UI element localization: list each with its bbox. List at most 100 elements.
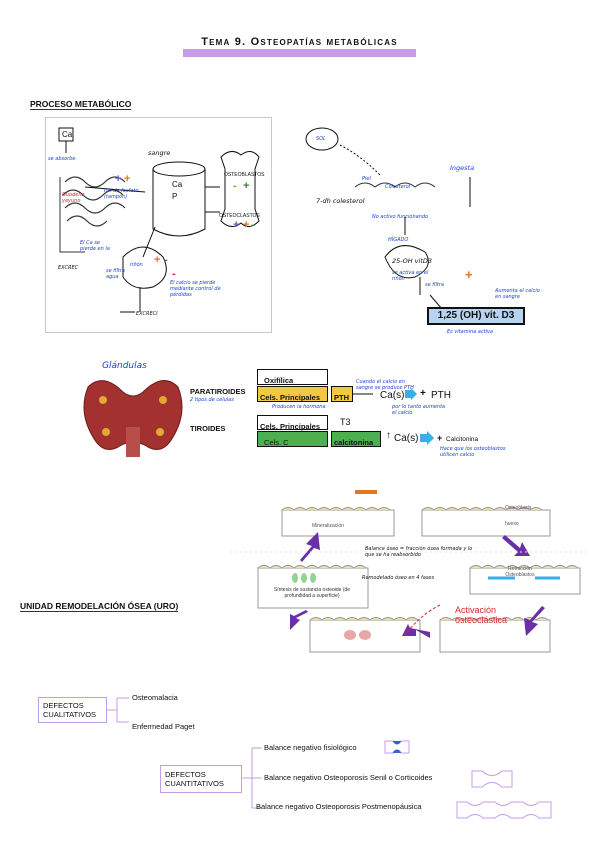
ingesta-label: Ingesta bbox=[450, 164, 475, 172]
mineralizacion-label: Mineralización bbox=[312, 523, 344, 529]
sangre-label: sangre bbox=[148, 149, 171, 157]
defectos-cualitativos-box: DEFECTOS CUALITATIVOS bbox=[38, 697, 107, 723]
pth-box: PTH bbox=[331, 386, 353, 402]
por-tanto-note: por lo tanto aumenta el calcio bbox=[392, 404, 446, 416]
cels-c-label: Cels. C bbox=[264, 438, 289, 447]
cualitativos-bracket bbox=[107, 697, 129, 723]
retraccion-label: Retracción Osteoblastos bbox=[505, 566, 535, 578]
svg-text:-: - bbox=[233, 180, 237, 192]
remodel-note: Remodelado óseo en 4 fases bbox=[362, 575, 435, 581]
el-ca-pierde-note: El Ca se pierde en la bbox=[80, 240, 110, 252]
pth-box-label: PTH bbox=[334, 393, 349, 402]
ca-s2-label: Ca(s) bbox=[394, 433, 419, 444]
se-absorbe-note: se absorbe bbox=[48, 156, 76, 162]
p-symbol: P bbox=[172, 192, 178, 201]
duodeno-label: Duodeno yeyuno bbox=[62, 192, 85, 204]
postmeno-label: Balance negativo Osteoporosis Postmenopá… bbox=[256, 802, 422, 811]
svg-text:-: - bbox=[251, 219, 255, 231]
title-highlight-bar bbox=[183, 49, 416, 57]
svg-text:+: + bbox=[154, 254, 160, 266]
vitamin-d-pathway-sketch: + bbox=[305, 127, 473, 310]
calcitonina-box: calcitonina bbox=[331, 431, 381, 447]
vit-d3-box: 1,25 (OH) vit. D3 bbox=[427, 307, 525, 325]
calcitonina-arrow bbox=[420, 431, 434, 445]
ca-s-label: Ca(s) bbox=[380, 390, 405, 401]
hace-que-note: Hace que los osteoblastos utilicen calci… bbox=[440, 446, 506, 458]
es-vitamina-note: Es vitamina activa bbox=[447, 329, 493, 335]
calcio-pierde-note: El calcio se pierde mediante control de … bbox=[170, 280, 221, 298]
ca-label: Ca bbox=[62, 130, 73, 139]
t3-label: T3 bbox=[340, 417, 351, 427]
colesterol-label: Colesterol bbox=[385, 184, 411, 190]
excrecion-label-1: EXCREC bbox=[58, 265, 79, 271]
se-filtra-agua-note: se filtra agua bbox=[106, 268, 125, 280]
osteoclastos-label: OSTEOCLASTOS bbox=[219, 213, 260, 219]
piel-label: Piel bbox=[362, 176, 371, 182]
ca-symbol: Ca bbox=[172, 180, 183, 189]
glandulas-label: Glándulas bbox=[102, 361, 147, 371]
senil-bone-shape bbox=[471, 770, 513, 788]
cuando-calcio-note: Cuando el calcio en sangre se produce PT… bbox=[356, 379, 414, 391]
svg-text:-: - bbox=[172, 268, 176, 280]
svg-text:+: + bbox=[233, 219, 239, 231]
oxifilica-label: Oxifílica bbox=[264, 376, 294, 385]
plus-calcitonina-sign: + bbox=[437, 433, 443, 443]
sintesis-label: Síntesis de sustancia osteoide (de profu… bbox=[273, 587, 351, 599]
fisiologico-bone-shape bbox=[384, 740, 410, 754]
rinon-label: riñón bbox=[130, 262, 143, 268]
calcitonina-text: Calcitonina bbox=[446, 436, 479, 443]
plus-pth-sign: + bbox=[420, 388, 426, 399]
section-heading-proceso: PROCESO METABÓLICO bbox=[30, 99, 132, 110]
cuantitativos-bracket bbox=[242, 747, 262, 809]
vit-d3-label: 1,25 (OH) vit. D3 bbox=[437, 310, 515, 321]
25oh-d3-label: 25-OH vitD3 bbox=[392, 257, 433, 265]
postmeno-bone-shape bbox=[456, 801, 552, 819]
metabolic-diagram-sketch: + + - + + + - + - - bbox=[58, 127, 260, 313]
cels-principales-cell: Cels. Principales bbox=[257, 386, 328, 402]
aumenta-calcio-note: Aumenta el calcio en sangre bbox=[495, 288, 540, 300]
uro-cycle-diagram bbox=[230, 490, 590, 653]
dos-tipos-note: 2 tipos de células bbox=[190, 397, 234, 403]
svg-text:+: + bbox=[124, 173, 130, 185]
higado-label: HÍGADO bbox=[388, 237, 409, 243]
tiroides-label: TIROIDES bbox=[190, 424, 226, 433]
oxifilica-cell: Oxifílica bbox=[257, 369, 328, 385]
defectos-cuantitativos-label: DEFECTOS CUANTITATIVOS bbox=[165, 770, 224, 788]
hueso-label: hueso bbox=[505, 521, 519, 527]
cels-principales2-cell: Cels. Principales bbox=[257, 415, 328, 431]
svg-text:-: - bbox=[164, 254, 168, 266]
cels-c-cell: Cels. C bbox=[257, 431, 328, 447]
excrecion-label-2: EXCRECI bbox=[136, 311, 158, 317]
paratiroides-label: PARATIROIDES bbox=[190, 387, 246, 396]
section-heading-uro: UNIDAD REMODELACIÓN ÓSEA (URO) bbox=[20, 601, 179, 612]
cels-principales-label: Cels. Principales bbox=[260, 393, 321, 402]
calcitonina-box-label: calcitonina bbox=[334, 438, 374, 447]
thyroid-illustration bbox=[83, 380, 183, 457]
se-filtra-note: se filtra bbox=[425, 282, 444, 288]
svg-text:+: + bbox=[115, 173, 121, 185]
pth-arrows bbox=[353, 388, 417, 400]
osteomalacia-label: Osteomalacia bbox=[132, 693, 178, 702]
sol-label: SOL bbox=[316, 136, 326, 142]
se-activa-note: se activa en el riñón bbox=[392, 270, 429, 282]
osteoblasts-label: Osteoblasts bbox=[505, 505, 532, 511]
osteoblastos-label: OSTEOBLASTOS bbox=[224, 172, 265, 178]
svg-text:+: + bbox=[465, 267, 473, 282]
metabolic-diagram-frame bbox=[45, 117, 272, 333]
balance-note: Balance óseo = fracción ósea formada y l… bbox=[365, 546, 473, 558]
svg-text:+: + bbox=[243, 219, 249, 231]
svg-text:+: + bbox=[243, 180, 249, 192]
defectos-cualitativos-label: DEFECTOS CUALITATIVOS bbox=[43, 701, 97, 719]
page-title: Tema 9. Osteopatías metabólicas bbox=[201, 36, 398, 48]
activacion-label: Activación osteoclástica bbox=[455, 605, 508, 625]
senil-label: Balance negativo Osteoporosis Senil o Co… bbox=[264, 773, 433, 782]
fisiologico-label: Balance negativo fisiológico bbox=[264, 743, 357, 752]
cels-principales2-label: Cels. Principales bbox=[260, 422, 321, 431]
producen-hormona-note: Producen la hormona bbox=[272, 404, 326, 410]
pth-text: PTH bbox=[431, 390, 451, 401]
ion-fosfato-note: Ion de fosfato (tampón) bbox=[104, 188, 139, 200]
paget-label: Enfermedad Paget bbox=[132, 722, 195, 731]
7dh-colesterol-label: 7-dh colesterol bbox=[316, 197, 365, 205]
no-funcionando-note: No activo funcionando bbox=[372, 214, 429, 220]
up-arrow-glyph: ↑ bbox=[386, 430, 391, 441]
